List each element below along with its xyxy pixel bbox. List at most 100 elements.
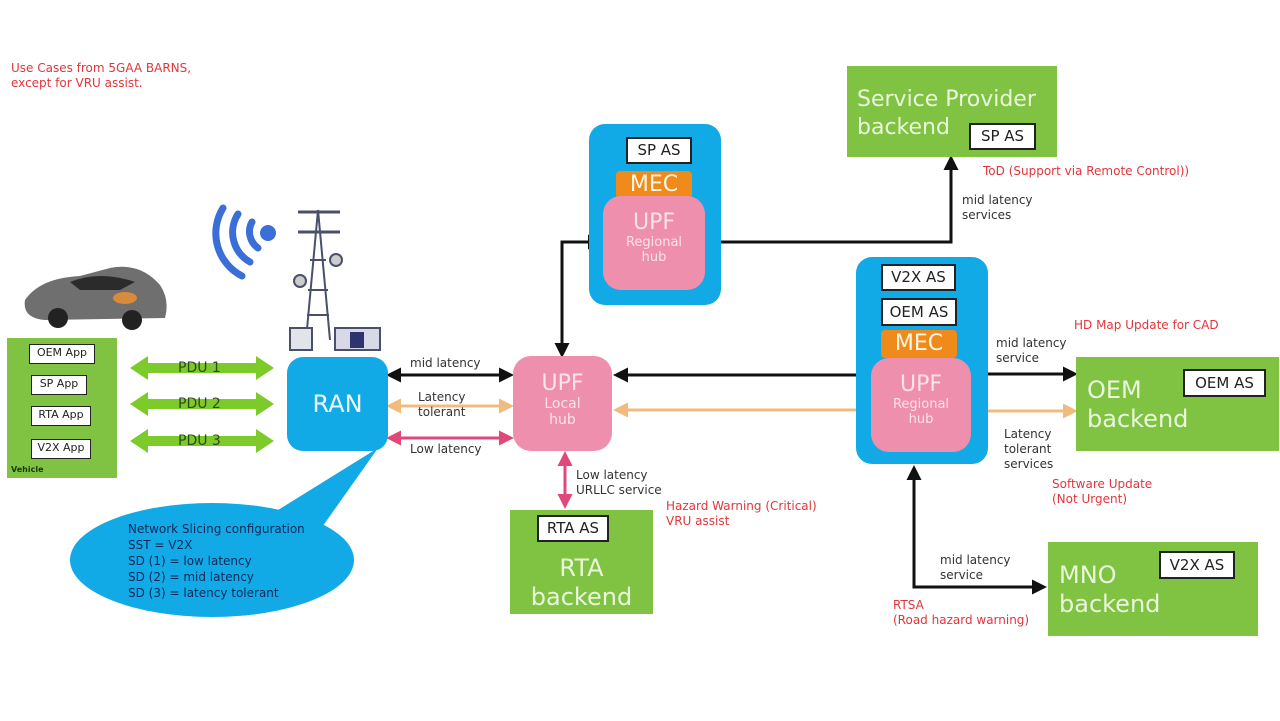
sp-edge-upf-sub: hub [641,250,667,265]
slicing-line: SD (1) = low latency [128,554,252,568]
mid-latency-label: mid latency [410,356,481,370]
oem-backend-as: OEM AS [1183,369,1266,397]
oem-mid-line: mid latency [996,336,1067,350]
pdu-label-2: PDU 2 [178,396,221,412]
mno-link-label: mid latency service [940,553,1011,583]
sp-edge-node: SP AS MEC UPF Regional hub [589,124,721,305]
sp-edge-as: SP AS [626,137,692,164]
oem-mid-label: mid latency service [996,336,1067,366]
oem-backend-title: OEM backend [1087,376,1188,434]
sp-link-label: mid latency services [962,193,1033,223]
mno-link-line: mid latency [940,553,1011,567]
pdu-label-3: PDU 3 [178,433,221,449]
v2x-edge-mec: MEC [881,330,957,358]
sw-use-case-line: Software Update [1052,477,1153,491]
rta-backend-line: RTA [559,554,604,582]
v2x-app: V2X App [31,439,91,459]
slicing-config: Network Slicing configuration SST = V2X … [128,521,305,601]
mno-backend: MNO backend V2X AS [1048,542,1258,636]
rta-backend-line: backend [530,583,633,611]
oem-tolerant-line: Latency [1004,427,1052,441]
tolerant-label: Latency tolerant [418,390,465,420]
slicing-title: Network Slicing configuration [128,522,305,536]
oem-app: OEM App [29,344,95,364]
upf-local-sub: Local [544,396,581,412]
pdu-arrow-3 [130,429,274,453]
rta-app: RTA App [31,406,91,426]
sp-edge-upf-title: UPF [632,210,676,235]
v2x-edge-node: V2X AS OEM AS MEC UPF Regional hub [856,257,988,464]
cell-tower-icon [289,209,381,351]
oem-mid-line: service [996,351,1039,365]
sp-edge-upf: UPF Regional hub [603,196,705,290]
upf-local-title: UPF [541,371,584,396]
tolerant-label-line: Latency [418,390,466,404]
sp-link-line: mid latency [962,193,1033,207]
v2x-edge-upf-sub: hub [908,412,934,427]
low-latency-label: Low latency [410,442,482,456]
car-icon [24,266,167,330]
sp-link-line: services [962,208,1012,222]
sp-backend: Service Provider backend SP AS [847,66,1057,157]
oem-tolerant-line: services [1004,457,1054,471]
rta-link-line: URLLC service [576,483,662,497]
v2x-edge-oem-as: OEM AS [881,298,957,326]
local-to-sp-edge-link [554,234,603,358]
v2x-edge-upf-sub: Regional [892,397,950,412]
upf-local-sub: hub [549,412,576,428]
note-line: except for VRU assist. [11,76,143,90]
rta-as: RTA AS [537,515,609,542]
slicing-bubble-shape [70,448,378,617]
slicing-line: SD (3) = latency tolerant [128,586,279,600]
oem-backend-line: backend [1087,405,1189,433]
sp-app: SP App [31,375,87,395]
mno-backend-title: MNO backend [1059,561,1160,619]
mno-link [906,465,1047,595]
sp-use-case: ToD (Support via Remote Control)) [983,164,1190,178]
oem-backend-line: OEM [1087,376,1142,404]
oem-tolerant-line: tolerant [1004,442,1052,456]
pdu-arrow-1 [130,356,274,380]
rta-backend-title: RTA backend [510,554,653,612]
oem-use-case: HD Map Update for CAD [1074,318,1219,332]
mno-backend-as: V2X AS [1159,551,1235,579]
mno-backend-line: backend [1059,590,1161,618]
rta-use-case: Hazard Warning (Critical) VRU assist [666,499,817,529]
slicing-line: SD (2) = mid latency [128,570,254,584]
v2x-edge-upf: UPF Regional hub [871,358,971,452]
pdu-arrow-2 [130,392,274,416]
sp-edge-to-backend-link [705,155,959,250]
software-update-use-case: Software Update (Not Urgent) [1052,477,1152,507]
sp-edge-mec: MEC [616,171,692,199]
mno-use-case-line: RTSA [893,598,924,612]
pdu-arrows [130,356,274,453]
sp-backend-title: Service Provider backend [857,86,1036,142]
tolerant-label-line: tolerant [418,405,466,419]
mno-use-case-line: (Road hazard warning) [893,613,1030,627]
v2x-edge-v2x-as: V2X AS [881,264,956,291]
mno-use-case: RTSA (Road hazard warning) [893,598,1029,628]
rta-link-label: Low latency URLLC service [576,468,662,498]
rta-use-case-line: VRU assist [666,514,730,528]
vehicle-box: OEM App SP App RTA App V2X App Vehicle [7,338,117,478]
oem-tolerant-label: Latency tolerant services [1004,427,1053,472]
pdu-label-1: PDU 1 [178,360,221,376]
use-case-note: Use Cases from 5GAA BARNS, except for VR… [11,61,191,91]
oem-backend: OEM backend OEM AS [1076,357,1279,451]
sp-backend-line: Service Provider [857,87,1036,112]
wireless-signal-icon [212,204,276,280]
upf-local-hub: UPF Local hub [513,356,612,451]
sp-backend-as: SP AS [969,123,1036,150]
mno-backend-line: MNO [1059,561,1117,589]
note-line: Use Cases from 5GAA BARNS, [11,61,192,75]
sw-use-case-line: (Not Urgent) [1052,492,1128,506]
vehicle-label: Vehicle [11,465,44,474]
v2x-edge-upf-title: UPF [899,372,943,397]
slicing-line: SST = V2X [128,538,193,552]
rta-link-line: Low latency [576,468,648,482]
rta-use-case-line: Hazard Warning (Critical) [666,499,817,513]
sp-backend-line: backend [857,115,950,140]
rta-backend: RTA AS RTA backend [510,510,653,614]
ran-node: RAN [287,357,388,451]
